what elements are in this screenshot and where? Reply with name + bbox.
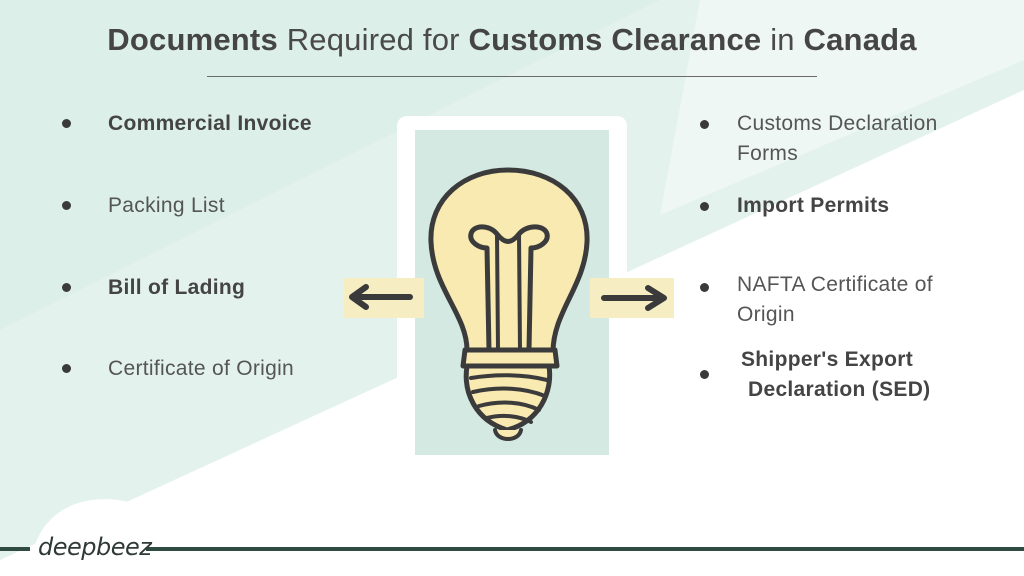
bullet-dot-icon [700,202,709,211]
bullet-dot-icon [700,283,709,292]
footer-line-left [0,547,30,551]
bullet-dot-icon [62,201,71,210]
left-sticky-note [344,278,424,318]
list-item-commercial-invoice: Commercial Invoice [108,112,312,135]
title-part-documents: Documents [107,22,278,57]
arrow-left-icon [349,284,413,310]
title-part-in: in [761,22,804,57]
bullet-dot-icon [62,283,71,292]
list-item-line: Shipper's Export [741,348,913,371]
right-sticky-note [590,278,674,318]
page-title: Documents Required for Customs Clearance… [0,22,1024,58]
list-item-certificate-of-origin: Certificate of Origin [108,357,295,380]
list-item-packing-list: Packing List [108,194,225,217]
bullet-dot-icon [62,119,71,128]
title-part-country: Canada [803,22,917,57]
lightbulb-icon [428,167,590,441]
bullet-dot-icon [700,370,709,379]
bullet-dot-icon [700,120,709,129]
list-item-line: Origin [737,303,795,326]
list-item-line: Customs Declaration [737,112,938,135]
list-item-line: Forms [737,142,798,165]
list-item-bill-of-lading: Bill of Lading [108,276,246,299]
footer-line-right [146,547,1024,551]
brand-logo: deepbeez [38,533,152,561]
list-item-customs-declaration-forms: Customs Declaration Forms [737,109,938,169]
list-item-nafta-certificate: NAFTA Certificate of Origin [737,270,933,330]
bullet-dot-icon [62,364,71,373]
list-item-import-permits: Import Permits [737,194,890,217]
list-item-line: NAFTA Certificate of [737,273,933,296]
title-part-customs: Customs Clearance [468,22,762,57]
title-underline [207,76,817,77]
list-item-shippers-export-declaration: Shipper's Export Declaration (SED) [741,345,930,405]
title-part-required: Required for [277,22,469,57]
arrow-right-icon [601,285,667,311]
list-item-line: Declaration (SED) [748,378,931,401]
